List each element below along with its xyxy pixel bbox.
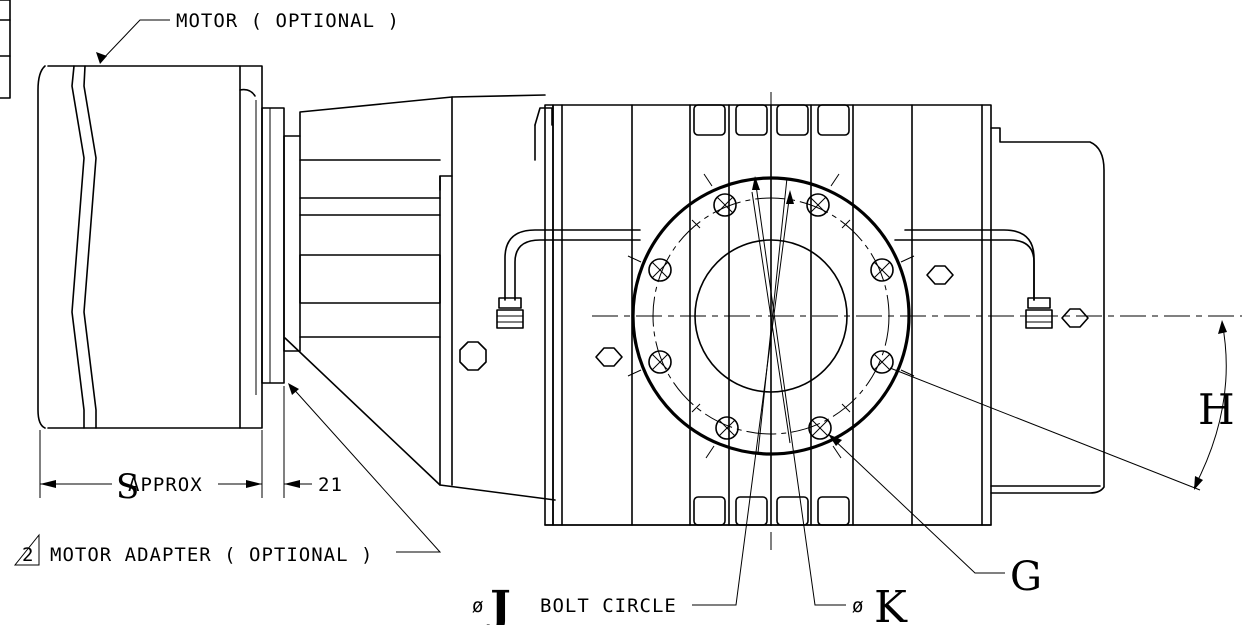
j-dia-symbol: ø <box>472 595 484 617</box>
bolt-hole <box>870 350 894 374</box>
dim-21-text: 21 <box>318 474 343 496</box>
bolt-hole <box>808 416 832 440</box>
dimension-h: H <box>889 320 1235 491</box>
dimension-g: G <box>828 434 1042 600</box>
bolt-hole <box>806 193 830 217</box>
approx-text: APPROX <box>128 474 203 496</box>
dimension-s: S APPROX <box>39 430 263 507</box>
motor-label-text: MOTOR ( OPTIONAL ) <box>176 10 400 32</box>
motor-adapter-callout: 2 MOTOR ADAPTER ( OPTIONAL ) <box>13 383 442 566</box>
motor-body <box>37 65 263 429</box>
s-letter: S <box>116 467 139 507</box>
bolt-hole <box>713 193 737 217</box>
motor-adapter-text: MOTOR ADAPTER ( OPTIONAL ) <box>50 544 373 566</box>
note-number: 2 <box>22 544 34 566</box>
j-letter: J <box>486 582 511 625</box>
housing-hex-plugs <box>595 265 1089 367</box>
bolt-circle-text: BOLT CIRCLE <box>540 595 677 617</box>
bolt-hole <box>648 258 672 282</box>
k-letter: K <box>874 582 908 625</box>
dimension-j: ø J BOLT CIRCLE <box>472 190 794 625</box>
bolt-hole <box>648 350 672 374</box>
dimension-21: 21 <box>283 386 343 498</box>
bolt-hole <box>715 416 739 440</box>
k-dia-symbol: ø <box>852 595 864 617</box>
bolt-hole <box>870 258 894 282</box>
motor-label: MOTOR ( OPTIONAL ) <box>96 10 400 64</box>
motor-adapter <box>261 94 556 501</box>
blower-housing <box>544 104 1105 526</box>
g-letter: G <box>1010 554 1042 600</box>
adapter-hex-plug <box>459 341 487 371</box>
centerlines <box>592 92 1242 550</box>
h-letter: H <box>1198 385 1235 434</box>
bolt-holes <box>627 173 915 459</box>
title-block-fragment <box>0 0 11 99</box>
dimension-k: ø K <box>752 176 908 625</box>
